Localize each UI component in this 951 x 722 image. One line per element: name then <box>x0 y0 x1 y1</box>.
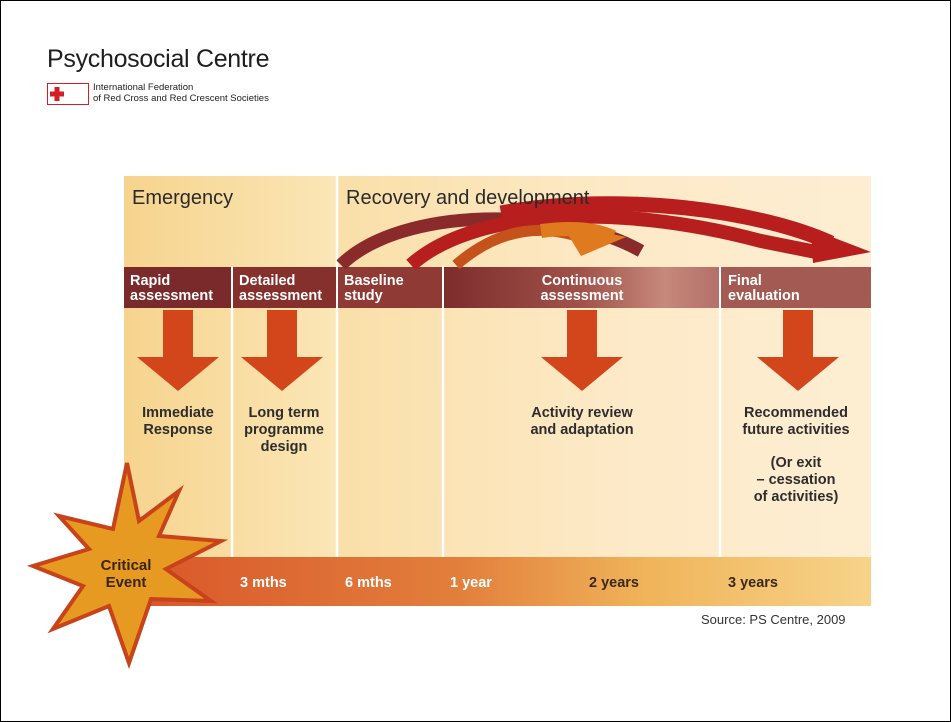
page-title: Psychosocial Centre <box>47 45 270 73</box>
timeline-2-years: 2 years <box>589 575 639 591</box>
stage-rapid-line2: assessment <box>130 288 214 304</box>
stage-continuous-line2: assessment <box>540 288 624 304</box>
outcome-exit-line3: of activities) <box>753 489 839 505</box>
down-arrow-continuous <box>541 310 623 391</box>
timeline-1-year: 1 year <box>450 575 492 591</box>
stage-baseline-line2: study <box>344 288 383 304</box>
outcome-longterm-line2: programme <box>244 422 324 438</box>
stage-continuous-line1: Continuous <box>541 273 623 289</box>
critical-event-star <box>26 462 229 670</box>
down-arrows <box>137 310 839 391</box>
red-cross-crescent-logo <box>47 83 89 105</box>
stage-band <box>124 267 871 308</box>
down-arrow-final <box>757 310 839 391</box>
curved-arrows <box>336 196 871 271</box>
stage-detailed-line1: Detailed <box>239 273 296 289</box>
timeline-6-mths: 6 mths <box>345 575 392 591</box>
critical-event-line2: Event <box>105 574 147 591</box>
timeline-3-mths: 3 mths <box>240 575 287 591</box>
outcome-activity-review: Activity review and adaptation <box>507 405 657 439</box>
stage-rapid-assessment: Rapid assessment <box>130 274 213 304</box>
phase-emergency: Emergency <box>132 187 234 209</box>
stage-final-line2: evaluation <box>728 288 800 304</box>
timeline-3-years: 3 years <box>728 575 778 591</box>
outcome-immediate-line1: Immediate <box>142 405 214 421</box>
outcome-recommended-activities: Recommended future activities <box>716 405 876 439</box>
stage-baseline-study: Baseline study <box>344 274 404 304</box>
stage-rapid-line1: Rapid <box>130 273 171 289</box>
outcome-activity-line2: and adaptation <box>530 422 634 438</box>
stage-final-line1: Final <box>728 273 762 289</box>
outcome-longterm-line3: design <box>260 439 308 455</box>
outcome-recommended-line1: Recommended <box>744 405 848 421</box>
stage-detailed-assessment: Detailed assessment <box>239 274 322 304</box>
outcome-exit-line2: – cessation <box>756 472 836 488</box>
outcome-longterm-line1: Long term <box>248 405 320 421</box>
outcome-activity-line1: Activity review <box>531 405 633 421</box>
outcome-long-term-design: Long term programme design <box>234 405 334 456</box>
source-note: Source: PS Centre, 2009 <box>701 612 846 627</box>
outcome-immediate-response: Immediate Response <box>128 405 228 439</box>
stage-continuous-assessment: Continuous assessment <box>517 274 647 304</box>
org-name-line2: of Red Cross and Red Crescent Societies <box>93 93 269 104</box>
outcome-recommended-line2: future activities <box>742 422 850 438</box>
stage-final-evaluation: Final evaluation <box>728 274 800 304</box>
outcome-immediate-line2: Response <box>143 422 213 438</box>
critical-event-line1: Critical <box>100 557 152 574</box>
org-name-line1: International Federation <box>93 82 194 93</box>
phase-recovery: Recovery and development <box>346 187 590 209</box>
stage-detailed-line2: assessment <box>239 288 323 304</box>
timeline-band <box>124 557 871 606</box>
column-dividers <box>230 176 722 606</box>
red-cross-crescent-icon <box>47 83 89 105</box>
down-arrow-rapid <box>137 310 219 391</box>
outcome-exit-note: (Or exit – cessation of activities) <box>726 455 866 506</box>
stage-baseline-line1: Baseline <box>344 273 404 289</box>
down-arrow-detailed <box>241 310 323 391</box>
outcome-exit-line1: (Or exit <box>770 455 822 471</box>
critical-event-label: Critical Event <box>81 557 171 591</box>
